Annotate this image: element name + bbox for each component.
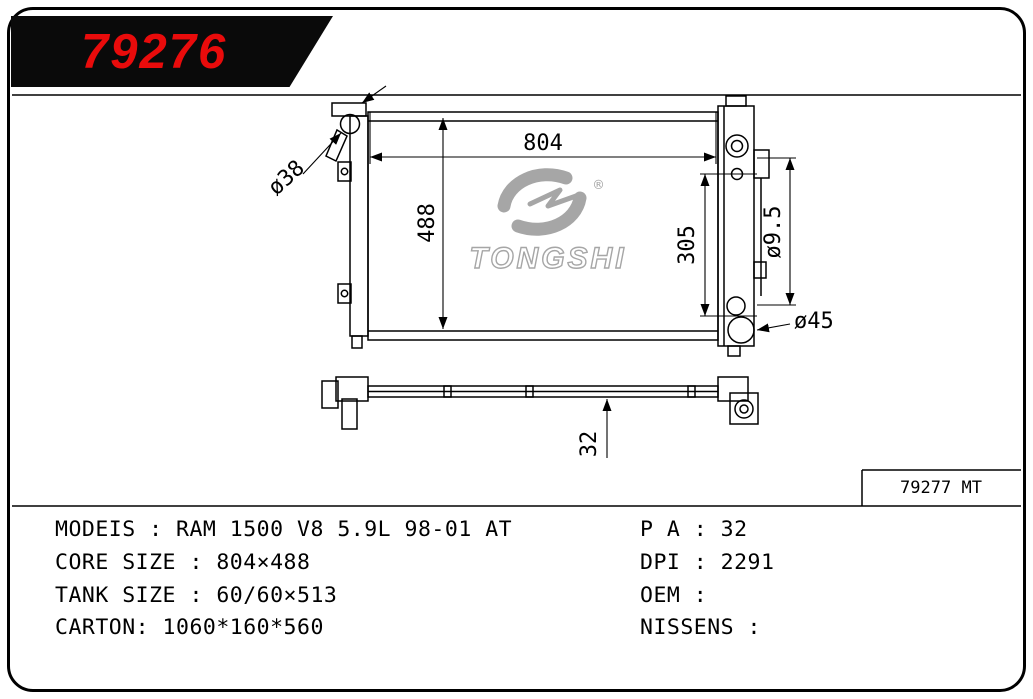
part-number: 79276 [81, 24, 228, 79]
spec-table: MODEIS : RAM 1500 V8 5.9L 98-01 AT CORE … [0, 514, 1033, 694]
tongshi-logo-text: TONGSHI [469, 242, 626, 275]
dimension-lines [302, 85, 796, 458]
spec-dpi-line: DPI : 2291 [640, 549, 775, 575]
dim-width-label: 804 [523, 131, 563, 156]
spec-model-line: MODEIS : RAM 1500 V8 5.9L 98-01 AT [55, 517, 513, 542]
radiator-side-view [321, 376, 759, 430]
dim-small-dia-label: ø9.5 [761, 206, 786, 259]
spec-core-size-line: CORE SIZE : 804×488 [55, 549, 311, 575]
spec-nissens-line: NISSENS : [640, 615, 761, 641]
registered-trademark-icon: ® [594, 176, 604, 194]
spec-oem-line: OEM : [640, 582, 708, 608]
spec-column-right: P A : 32 DPI : 2291 OEM : NISSENS : [640, 514, 774, 645]
spec-carton-line: CARTON: 1060*160*560 [55, 615, 324, 641]
tongshi-logo: ® TONGSHI [469, 168, 626, 276]
dim-height-label: 488 [415, 203, 440, 243]
ref-code-box [861, 469, 1021, 506]
spec-column-left: MODEIS : RAM 1500 V8 5.9L 98-01 AT CORE … [55, 514, 512, 645]
dim-filler-dia-label: ø38 [264, 156, 310, 201]
tongshi-swoosh-icon [497, 168, 587, 236]
spec-pa-line: P A : 32 [640, 517, 748, 542]
spec-tank-size-line: TANK SIZE : 60/60×513 [55, 582, 338, 608]
ref-code: 79277 MT [900, 478, 982, 498]
dim-outlet-dia-label: ø45 [794, 309, 834, 334]
page-rule-lines [12, 94, 1021, 507]
dim-port-span-label: 305 [675, 225, 700, 265]
dim-thickness-label: 32 [577, 431, 602, 458]
part-number-banner: 79276 [11, 16, 333, 87]
